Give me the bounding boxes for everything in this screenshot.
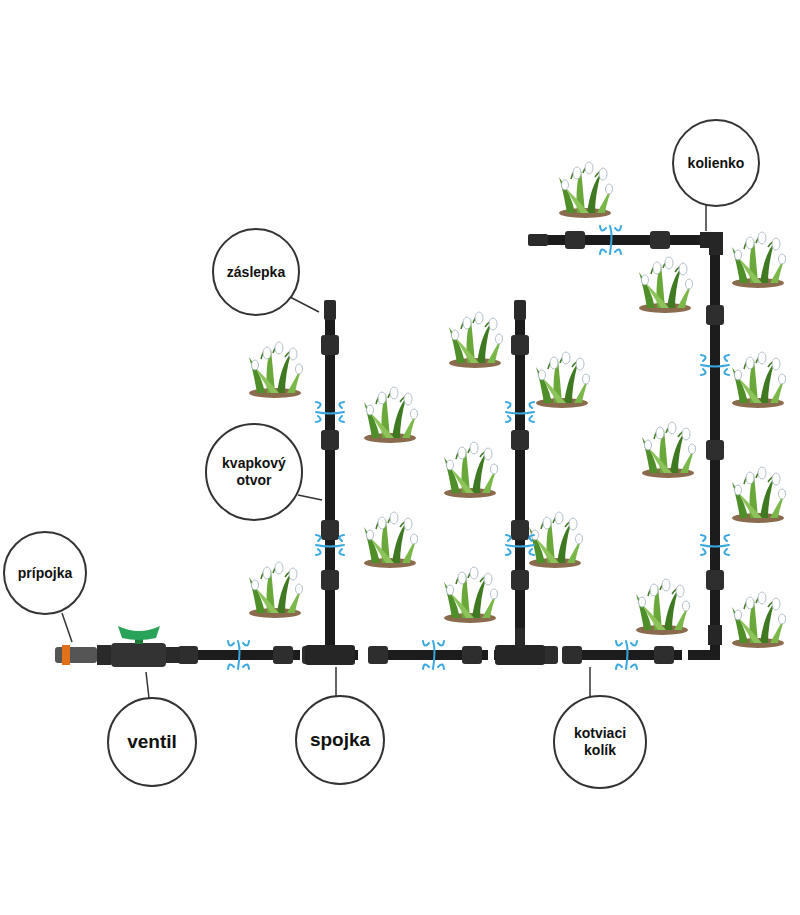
drip-stroke: [616, 641, 622, 669]
drip-stroke: [506, 545, 534, 547]
drip: [701, 535, 729, 555]
valve: [55, 626, 180, 667]
drip-stroke: [316, 549, 344, 555]
drip-stroke: [423, 641, 429, 669]
fitting: [273, 646, 293, 664]
drip-stroke: [316, 416, 344, 422]
drip-stroke: [506, 535, 534, 541]
fitting: [706, 570, 724, 590]
fitting: [511, 520, 529, 540]
callout-circle: ventil: [107, 697, 197, 787]
snowdrop: [249, 342, 303, 398]
fitting: [562, 646, 582, 664]
fitting: [511, 570, 529, 590]
snowdrop: [639, 257, 693, 313]
callout-label: záslepka: [227, 264, 285, 281]
fitting: [511, 430, 529, 450]
drip: [423, 641, 444, 669]
fitting: [321, 335, 339, 355]
leader-lines: [62, 205, 706, 698]
callout-circle: kvapkový otvor: [205, 423, 303, 521]
drip-stroke: [701, 535, 729, 541]
fitting: [321, 430, 339, 450]
drip-stroke: [701, 365, 729, 367]
drip: [701, 355, 729, 375]
fitting: [368, 646, 388, 664]
drip-stroke: [626, 641, 628, 669]
snowdrop: [449, 312, 503, 368]
drip-stroke: [610, 226, 612, 254]
snowdrop: [249, 562, 303, 618]
drip-stroke: [316, 535, 344, 541]
fitting: [511, 335, 529, 355]
snowdrop: [364, 387, 418, 443]
end-caps: [324, 234, 548, 648]
snowdrop: [536, 352, 590, 408]
drip-stroke: [316, 412, 344, 414]
callout-circle: kolienko: [672, 119, 760, 207]
tee: [305, 645, 355, 665]
drip-stroke: [701, 545, 729, 547]
snowdrop: [529, 512, 583, 568]
drip-stroke: [243, 641, 249, 669]
callout-label: ventil: [127, 731, 177, 754]
fitting: [178, 646, 198, 664]
drip: [506, 535, 534, 555]
drip-stroke: [228, 641, 234, 669]
drip-stroke: [506, 416, 534, 422]
fitting: [321, 520, 339, 540]
snowdrop: [444, 567, 498, 623]
drip-stroke: [631, 641, 637, 669]
drip: [616, 641, 637, 669]
drip-stroke: [438, 641, 444, 669]
callout-label: spojka: [310, 729, 370, 752]
fitting: [462, 646, 482, 664]
fitting: [706, 305, 724, 325]
drip: [506, 402, 534, 422]
snowdrop: [732, 352, 786, 408]
drip: [600, 226, 621, 254]
fitting: [565, 231, 585, 249]
drip-stroke: [506, 549, 534, 555]
callout-label: prípojka: [18, 565, 72, 582]
fitting: [706, 440, 724, 460]
drip-stroke: [600, 226, 606, 254]
fitting: [650, 231, 670, 249]
snowdrop: [732, 232, 786, 288]
drip-stroke: [506, 402, 534, 408]
snowdrop: [642, 422, 696, 478]
fitting: [321, 570, 339, 590]
drip-stroke: [316, 402, 344, 408]
callout-circle: záslepka: [212, 228, 300, 316]
drip-stroke: [615, 226, 621, 254]
drip-stroke: [701, 549, 729, 555]
drip: [316, 402, 344, 422]
elbow: [700, 232, 723, 255]
drip-stroke: [316, 545, 344, 547]
callout-label: kolienko: [688, 155, 745, 172]
drip-emitters: [228, 226, 729, 669]
callout-label: kvapkový otvor: [214, 455, 294, 489]
drip-stroke: [701, 369, 729, 375]
snowdrop: [732, 592, 786, 648]
callout-circle: spojka: [295, 695, 385, 785]
snowdrop: [444, 442, 498, 498]
snowdrop: [559, 162, 613, 218]
drip: [316, 535, 344, 555]
drip-stroke: [506, 412, 534, 414]
elbow: [700, 625, 722, 645]
callout-circle: kotviaci kolík: [553, 695, 647, 789]
callout-circle: prípojka: [3, 531, 87, 615]
drip-stroke: [701, 355, 729, 361]
drip-stroke: [433, 641, 435, 669]
fitting: [654, 646, 674, 664]
snowdrop: [732, 467, 786, 523]
snowdrop: [636, 579, 690, 635]
callout-label: kotviaci kolík: [562, 725, 638, 759]
drip: [228, 641, 249, 669]
drip-stroke: [238, 641, 240, 669]
snowdrop: [364, 512, 418, 568]
